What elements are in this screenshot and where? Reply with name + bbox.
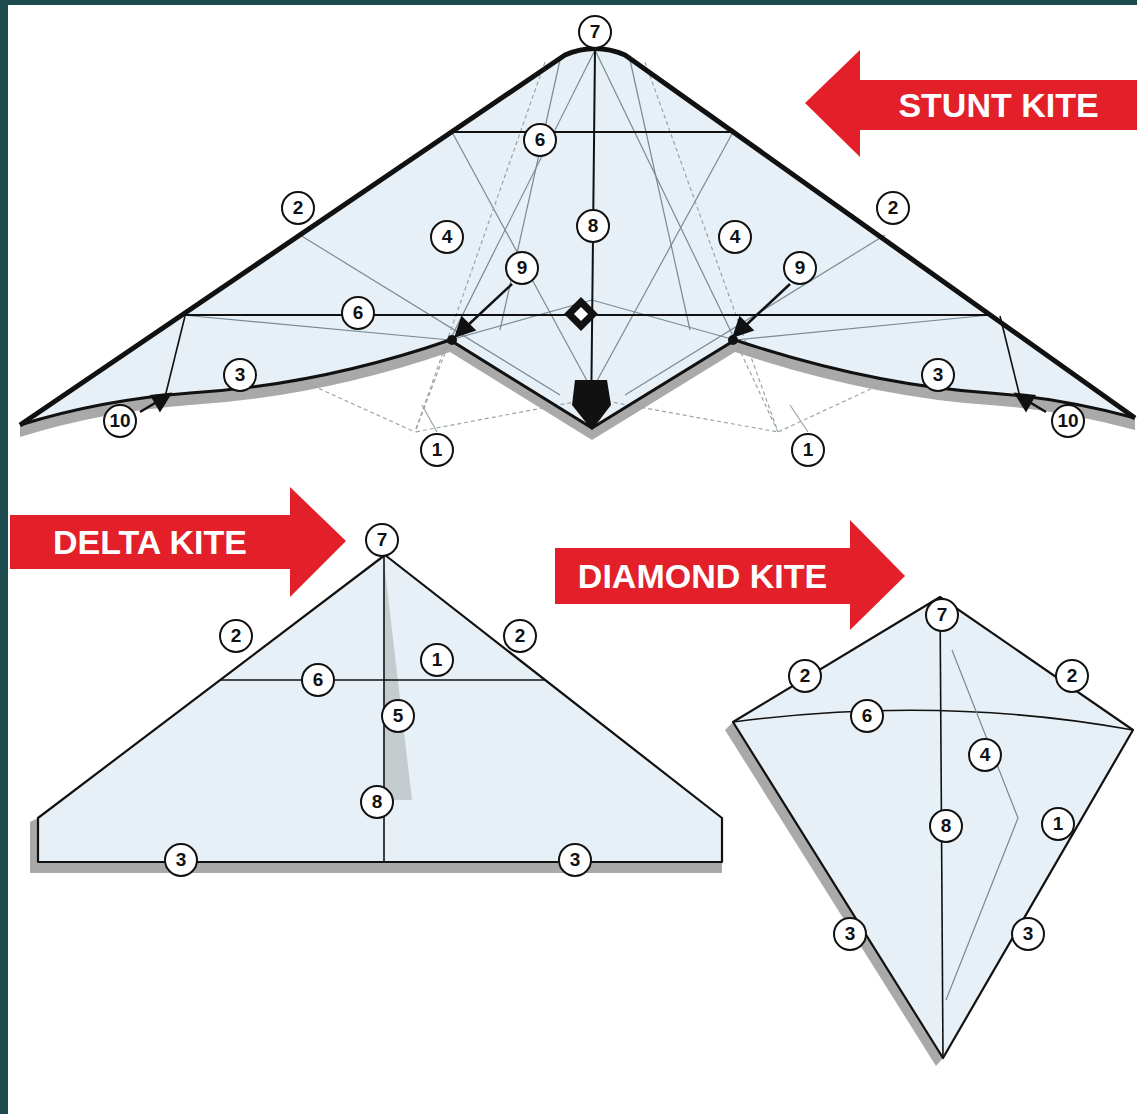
- delta-kite-frame: [220, 679, 545, 681]
- diamond-kite-frame: [733, 710, 1133, 730]
- callout-number: 4: [430, 220, 464, 254]
- callout-number: 6: [301, 663, 335, 697]
- arrow-shape: [555, 520, 905, 630]
- callout-number: 3: [921, 358, 955, 392]
- diamond-kite-sail: [733, 597, 1133, 1058]
- stunt-kite-seams: [452, 132, 592, 390]
- callout-number: 8: [360, 785, 394, 819]
- stunt-kite-frame: [20, 49, 1135, 429]
- callout-number: 3: [558, 843, 592, 877]
- callout-arrow: [140, 284, 1046, 412]
- callout-number: 1: [420, 433, 454, 467]
- callout-number: 4: [718, 220, 752, 254]
- stunt-kite-seams: [595, 50, 735, 340]
- stunt-kite-seams: [592, 132, 733, 390]
- stunt-kite-bridle: [735, 340, 778, 432]
- leader-line: [790, 405, 808, 432]
- callout-arrow: [734, 318, 752, 336]
- callout-number: 5: [381, 699, 415, 733]
- callout-number: 2: [219, 619, 253, 653]
- callout-number: 10: [1051, 404, 1085, 438]
- callout-number: 2: [876, 191, 910, 225]
- stunt-kite-bridle: [415, 400, 585, 432]
- callout-number: 1: [1041, 807, 1075, 841]
- callout-arrow: [456, 318, 474, 336]
- callout-number: 6: [850, 699, 884, 733]
- diamond-kite-frame: [733, 597, 1133, 1058]
- kite-type-label: DIAMOND KITE: [578, 559, 827, 593]
- stunt-kite-sail: [20, 49, 1135, 429]
- stunt-kite-bridle: [600, 400, 778, 432]
- stunt-kite-seams: [500, 60, 560, 330]
- callout-number: 8: [576, 209, 610, 243]
- callout-arrow: [152, 394, 170, 410]
- stunt-kite-seams: [735, 315, 990, 340]
- callout-number: 1: [420, 643, 454, 677]
- arrow-shape: [10, 487, 346, 597]
- callout-number: 8: [929, 809, 963, 843]
- callout-arrow: [1016, 394, 1034, 410]
- callout-number: 3: [223, 358, 257, 392]
- callout-number: 2: [503, 619, 537, 653]
- callout-number: 2: [1055, 659, 1089, 693]
- callout-number: 3: [1011, 917, 1045, 951]
- callout-arrow: [466, 284, 512, 327]
- frame-bar: [0, 0, 8, 1114]
- callout-number: 4: [968, 738, 1002, 772]
- stunt-kite-fittings: [564, 297, 598, 331]
- stunt-kite-seams: [630, 60, 690, 330]
- stunt-kite-bridle: [778, 380, 890, 432]
- stunt-kite-fittings: [572, 380, 611, 430]
- arrow-shape: [805, 50, 1137, 157]
- callout-number: 2: [281, 191, 315, 225]
- callout-number: 3: [164, 843, 198, 877]
- stunt-kite-seams: [450, 50, 595, 340]
- arrow-banner: STUNT KITE: [805, 48, 1137, 158]
- stunt-kite-bridle: [415, 62, 545, 432]
- callout-number: 2: [788, 659, 822, 693]
- callout-number: 7: [925, 598, 959, 632]
- arrow-banner: DELTA KITE: [10, 485, 348, 599]
- diamond-kite-sail: [733, 597, 1133, 1058]
- stunt-kite-fittings: [574, 307, 588, 321]
- callout-number: 10: [103, 404, 137, 438]
- stunt-kite-seams: [182, 315, 450, 340]
- callout-number: 3: [833, 917, 867, 951]
- callout-number: 1: [791, 433, 825, 467]
- stunt-kite-sail: [20, 49, 1135, 429]
- leader-line: [422, 405, 437, 432]
- stunt-kite-frame: [20, 49, 1135, 426]
- stunt-kite-fittings: [447, 297, 738, 430]
- stunt-kite-bridle: [300, 380, 415, 432]
- delta-kite-keel: [384, 562, 412, 800]
- stunt-kite-frame: [452, 131, 733, 133]
- callout-number: 9: [505, 251, 539, 285]
- kite-type-label: DELTA KITE: [53, 525, 247, 559]
- diamond-kite-frame: [733, 597, 1133, 1058]
- frame-bar: [0, 0, 1137, 5]
- callout-number: 9: [783, 251, 817, 285]
- delta-kite-keel: [384, 562, 412, 800]
- callout-number: 6: [523, 123, 557, 157]
- callout-number: 7: [365, 523, 399, 557]
- stunt-kite-bridle: [415, 340, 450, 432]
- callout-number: 6: [341, 296, 375, 330]
- arrow-banner: DIAMOND KITE: [555, 518, 907, 632]
- callout-number: 7: [578, 15, 612, 49]
- callout-arrow: [744, 284, 790, 327]
- kite-type-label: STUNT KITE: [898, 88, 1098, 122]
- stunt-kite-frame: [165, 316, 185, 397]
